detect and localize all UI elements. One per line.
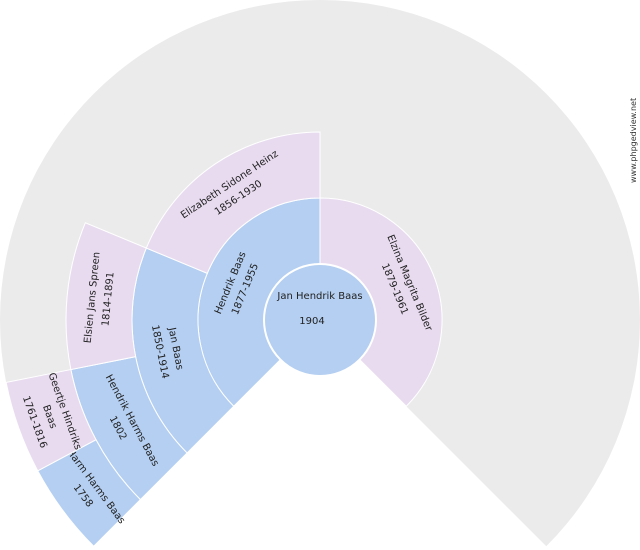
credit-link[interactable]: www.phpgedview.net <box>629 98 638 183</box>
root-person-circle <box>263 263 377 377</box>
ancestor-wedge <box>145 131 321 274</box>
root-person[interactable]: Jan Hendrik Baas 1904 <box>263 263 377 377</box>
root-person-name: Jan Hendrik Baas <box>276 291 362 302</box>
ancestor-wedge <box>65 222 147 371</box>
ancestor-wedge <box>5 368 97 472</box>
ancestor-detail: 1814-1891 <box>100 272 116 327</box>
root-person-year: 1904 <box>299 316 324 327</box>
